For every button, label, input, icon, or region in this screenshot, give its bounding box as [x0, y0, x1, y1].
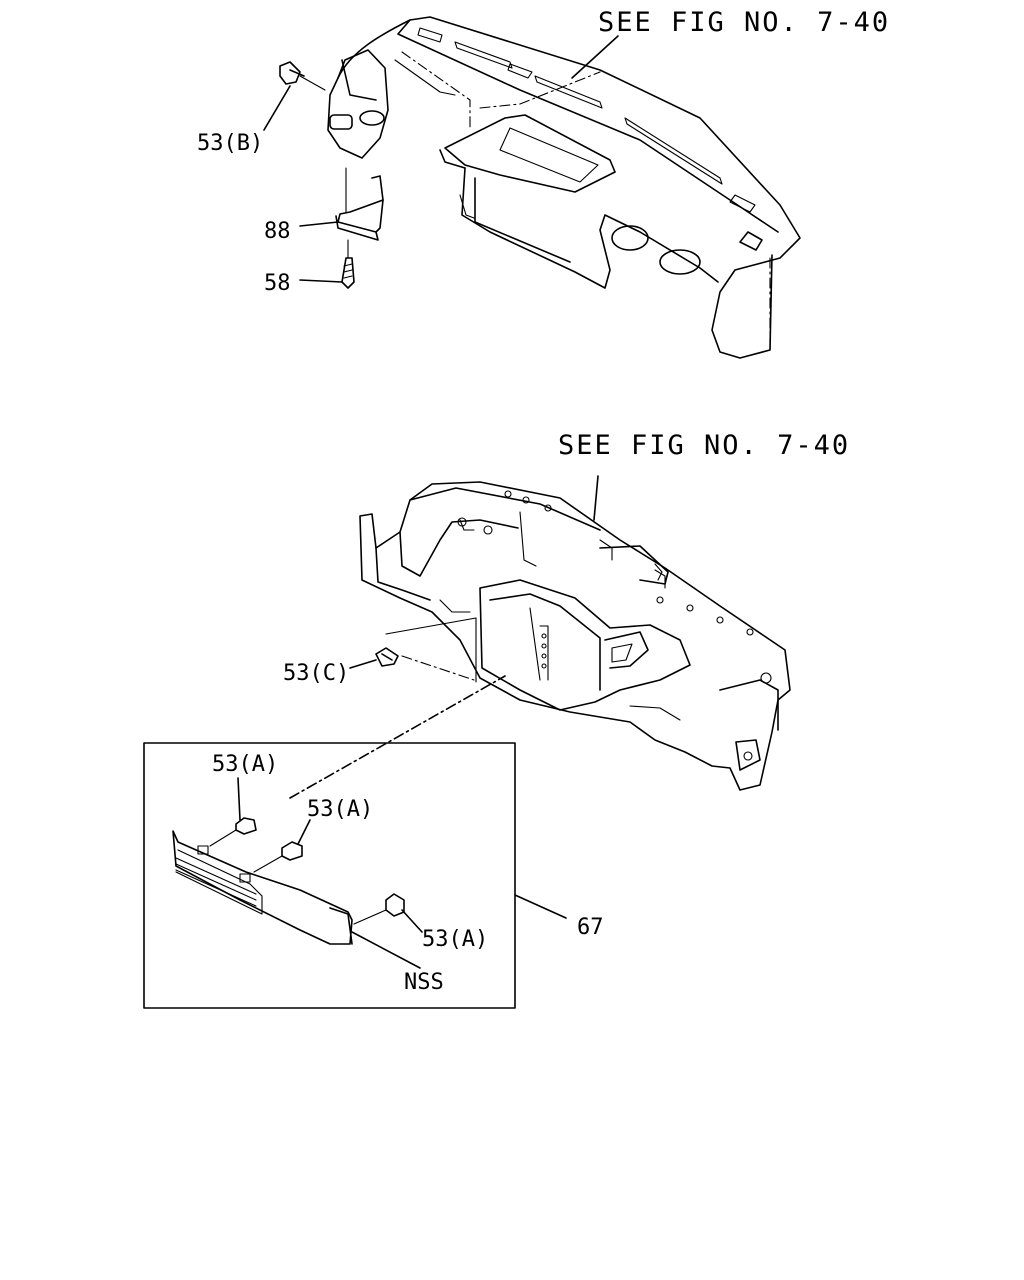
leader-53a-2	[297, 819, 311, 845]
label-nss: NSS	[404, 970, 444, 995]
leader-nss	[351, 931, 421, 969]
label-67: 67	[577, 915, 604, 940]
label-53a-3: 53(A)	[422, 927, 488, 952]
clip-53b	[279, 61, 326, 91]
garnish-67	[172, 830, 353, 945]
leader-detail	[289, 675, 506, 799]
leader-53c	[349, 659, 377, 669]
clip-53a-2	[253, 841, 303, 873]
leader-58	[299, 279, 343, 283]
see-fig-bottom: SEE FIG NO. 7-40	[558, 430, 850, 461]
clip-53a-1	[209, 817, 257, 847]
leader-see-fig-bottom	[593, 475, 599, 521]
leader-88	[299, 221, 339, 227]
label-53a-1: 53(A)	[212, 752, 278, 777]
instrument-panel-drawing	[327, 16, 801, 359]
clip-53a-3	[353, 893, 405, 925]
reinforcement-frame-drawing	[359, 481, 791, 791]
detail-box	[143, 742, 516, 1009]
label-58: 58	[264, 271, 291, 296]
leader-see-fig-top	[571, 35, 619, 79]
label-53c: 53(C)	[283, 661, 349, 686]
label-53b: 53(B)	[197, 131, 263, 156]
leader-53a-1	[237, 777, 241, 821]
bracket-88	[335, 167, 384, 241]
see-fig-top: SEE FIG NO. 7-40	[598, 7, 890, 38]
leader-67	[514, 894, 567, 919]
clip-53c	[375, 617, 477, 683]
label-88: 88	[264, 219, 291, 244]
label-53a-2: 53(A)	[307, 797, 373, 822]
leader-53a-3	[401, 909, 423, 933]
screw-58	[341, 239, 355, 289]
leader-53b	[263, 85, 291, 131]
